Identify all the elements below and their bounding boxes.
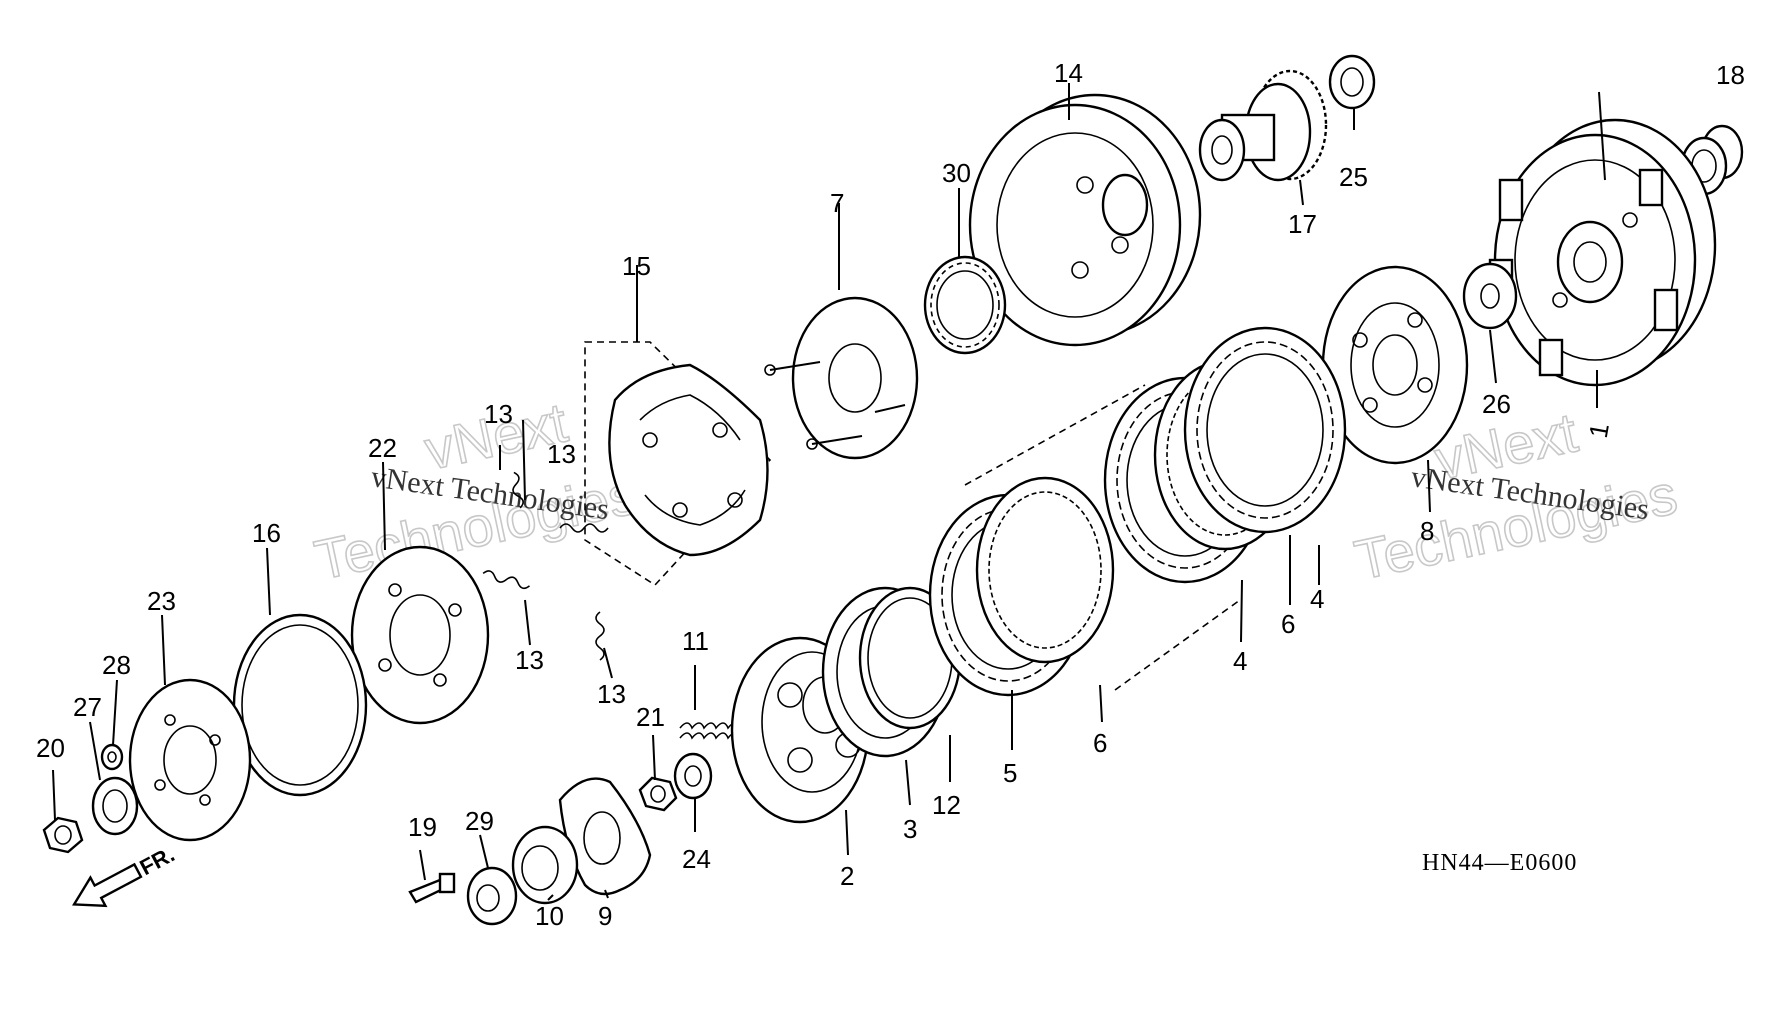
callout-29: 29 (465, 806, 494, 836)
callout-13d: 13 (597, 679, 626, 709)
part-20-nut (42, 816, 84, 854)
callout-6b: 6 (1281, 609, 1295, 639)
part-24-washer (673, 752, 713, 800)
part-15-centrifugal-weight-set (608, 363, 769, 557)
callout-17: 17 (1288, 209, 1317, 239)
part-26-washer (1462, 262, 1518, 330)
diagram-code: HN44—E0600 (1422, 850, 1577, 876)
callout-13c: 13 (515, 645, 544, 675)
part-14-clutch-drum (968, 93, 1202, 347)
callout-14: 14 (1054, 58, 1083, 88)
callout-26: 26 (1482, 389, 1511, 419)
callout-12: 12 (932, 790, 961, 820)
part-7-drive-plate (764, 296, 919, 460)
callout-4b: 4 (1310, 584, 1324, 614)
callout-19: 19 (408, 812, 437, 842)
callout-22: 22 (368, 433, 397, 463)
watermark-layer: vNext Technologies vNext Technologies vN… (309, 389, 1683, 592)
callout-13b: 13 (547, 439, 576, 469)
leader-lines (52, 83, 1606, 901)
part-23-plate (128, 678, 252, 842)
callout-20: 20 (36, 733, 65, 763)
callout-23: 23 (147, 586, 176, 616)
part-27-washer (91, 776, 139, 836)
part-30-one-way-clutch (923, 255, 1007, 355)
callout-27: 27 (73, 692, 102, 722)
callout-9: 9 (598, 901, 612, 931)
callout-28: 28 (102, 650, 131, 680)
callout-13a: 13 (484, 399, 513, 429)
part-28-washer (100, 743, 124, 771)
callout-15: 15 (622, 251, 651, 281)
callout-30: 30 (942, 158, 971, 188)
arrow-left-icon (72, 862, 143, 908)
part-16-seal-ring (232, 613, 368, 797)
callout-labels: 1 2 3 4 4 5 6 6 7 8 9 10 11 12 13 13 13 … (36, 58, 1745, 931)
part-4-friction-disc-b (1183, 326, 1347, 534)
part-25-washer (1328, 54, 1376, 110)
callout-4a: 4 (1233, 646, 1247, 676)
part-19-bolt (408, 872, 456, 904)
part-10-bearing-cover (511, 825, 579, 905)
part-21-nut (638, 776, 678, 812)
callout-25: 25 (1339, 162, 1368, 192)
part-17-primary-gear (1198, 69, 1328, 182)
part-11-spring (679, 722, 741, 740)
callout-8: 8 (1420, 516, 1434, 546)
callout-10: 10 (535, 901, 564, 931)
callout-2: 2 (840, 861, 854, 891)
part-29-bearing (466, 866, 518, 926)
callout-16: 16 (252, 518, 281, 548)
callout-18: 18 (1716, 60, 1745, 90)
callout-7: 7 (830, 188, 844, 218)
part-6-clutch-plate-a (975, 476, 1115, 664)
callout-21: 21 (636, 702, 665, 732)
callout-6a: 6 (1093, 728, 1107, 758)
callout-3: 3 (903, 814, 917, 844)
part-22-plate (350, 545, 490, 725)
callout-11: 11 (682, 626, 709, 656)
direction-label: FR. (136, 841, 179, 880)
part-13-springs (482, 471, 609, 661)
part-1-clutch-outer-basket (1488, 118, 1717, 387)
front-direction-arrow: FR. (72, 841, 179, 908)
callout-1: 1 (1583, 421, 1615, 440)
callout-5: 5 (1003, 758, 1017, 788)
callout-24: 24 (682, 844, 711, 874)
